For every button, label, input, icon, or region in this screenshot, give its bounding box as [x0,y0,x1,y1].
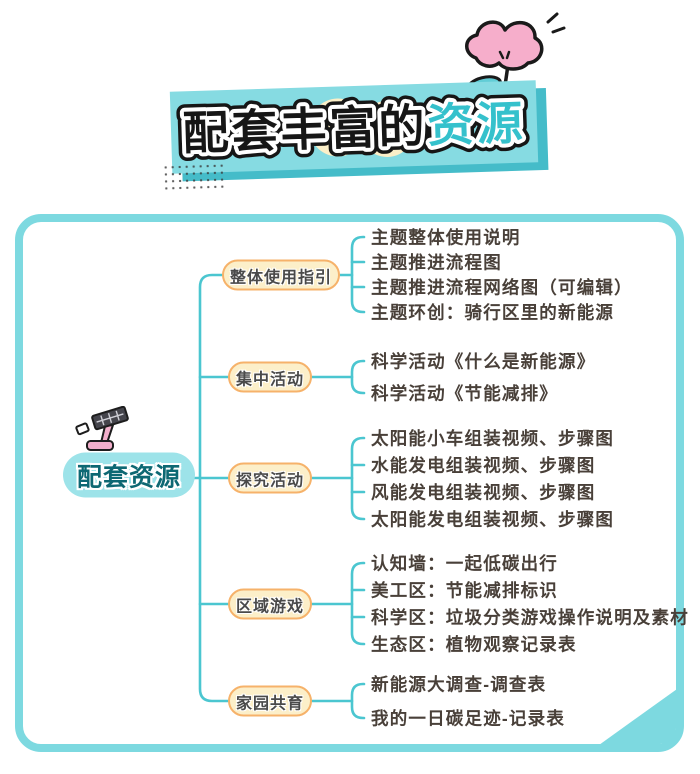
leaf-item: 科学区：垃圾分类游戏操作说明及素材 [371,607,689,628]
leaf-item: 主题环创：骑行区里的新能源 [371,302,615,323]
leaf-item: 新能源大调查-调查表 [371,674,547,695]
svg-text:配套丰富的资源: 配套丰富的资源 [182,97,526,160]
leaf-item: 太阳能小车组装视频、步骤图 [371,428,615,449]
leaf-item: 美工区：节能减排标识 [371,580,558,601]
root-node: 配套资源 [63,452,195,498]
panel-inner [23,222,676,744]
branch-node-home-coop: 家园共育 [228,685,312,717]
branch-node-group-activities: 集中活动 [228,361,312,393]
leaf-item: 水能发电组装视频、步骤图 [371,455,596,476]
leaf-item: 我的一日碳足迹-记录表 [371,708,566,729]
title-banner: 配套丰富的资源 配套丰富的资源 配套丰富的资源 [162,80,539,191]
leaf-item: 科学活动《什么是新能源》 [371,351,596,372]
leaf-item: 生态区：植物观察记录表 [371,634,577,655]
document-camera-icon [74,405,136,456]
leaf-item: 主题推进流程网络图（可编辑） [371,277,633,298]
leaf-item: 主题推进流程图 [371,252,502,273]
branch-node-overall-guide: 整体使用指引 [222,259,340,291]
corner-fold-decoration [599,689,676,744]
branch-node-area-games: 区域游戏 [228,588,312,620]
content-panel [15,214,684,752]
leaf-item: 风能发电组装视频、步骤图 [371,482,596,503]
leaf-item: 太阳能发电组装视频、步骤图 [371,509,615,530]
branch-node-inquiry-activities: 探究活动 [228,462,312,494]
leaf-item: 科学活动《节能减排》 [371,383,558,404]
page-title: 配套丰富的资源 配套丰富的资源 配套丰富的资源 [174,89,533,167]
leaf-item: 认知墙：一起低碳出行 [371,553,558,574]
leaf-item: 主题整体使用说明 [371,227,521,248]
